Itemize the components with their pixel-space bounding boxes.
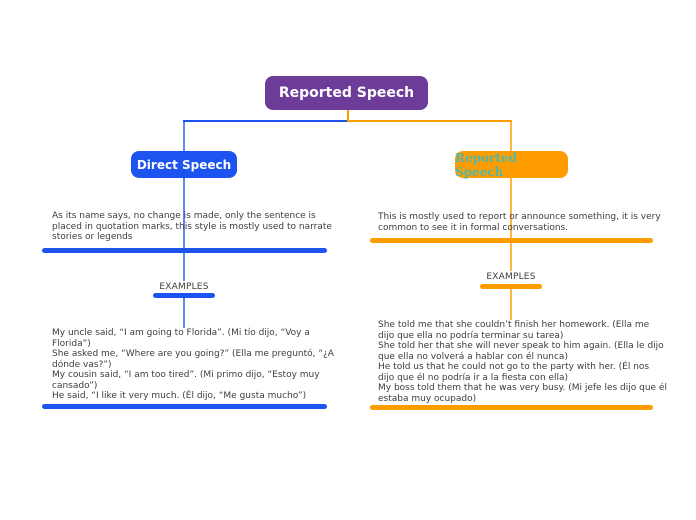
- direct-examples-text[interactable]: My uncle said, “I am going to Florida”. …: [52, 328, 342, 402]
- direct-example-1: My uncle said, “I am going to Florida”. …: [52, 328, 310, 349]
- direct-example-4: He said, “I like it very much. (Él dijo,…: [52, 391, 307, 401]
- direct-example-2: She asked me, “Where are you going?” (El…: [52, 349, 334, 370]
- reported-examples-text[interactable]: She told me that she couldn’t finish her…: [378, 320, 668, 404]
- direct-examples-label[interactable]: EXAMPLES: [159, 282, 209, 292]
- reported-example-1: She told me that she couldn’t finish her…: [378, 320, 650, 341]
- direct-speech-node[interactable]: Direct Speech: [131, 151, 237, 178]
- branch-line-right: [347, 120, 512, 122]
- reported-examples-label[interactable]: EXAMPLES: [486, 272, 536, 282]
- reported-example-2: She told her that she will never speak t…: [378, 341, 664, 362]
- connector-direct-examples: [183, 298, 185, 328]
- reported-examples-underline: [370, 405, 653, 410]
- connector-reported-description: [510, 178, 512, 238]
- connector-direct-description: [183, 178, 185, 248]
- connector-direct-examples-label: [183, 253, 185, 281]
- connector-reported-node: [510, 122, 512, 152]
- direct-examples-underline: [42, 404, 327, 409]
- reported-example-3: He told us that he could not go to the p…: [378, 362, 650, 383]
- reported-example-4: My boss told them that he was very busy.…: [378, 383, 667, 404]
- reported-description-text[interactable]: This is mostly used to report or announc…: [378, 212, 661, 233]
- root-node[interactable]: Reported Speech: [265, 76, 428, 110]
- reported-speech-node-label: Reported Speech: [455, 150, 517, 179]
- direct-example-3: My cousin said, “I am too tired”. (Mi pr…: [52, 370, 320, 391]
- direct-description-text[interactable]: As its name says, no change is made, onl…: [52, 211, 332, 242]
- connector-reported-examples: [510, 289, 512, 320]
- reported-description-underline: [370, 238, 653, 243]
- root-connector-stub: [347, 110, 349, 121]
- branch-line-left: [183, 120, 348, 122]
- direct-examples-label-underline: [153, 293, 215, 298]
- reported-speech-node[interactable]: Reported Speech: [455, 150, 568, 179]
- root-node-label: Reported Speech: [278, 85, 415, 101]
- direct-description-underline: [42, 248, 327, 253]
- connector-direct-node: [183, 122, 185, 152]
- connector-reported-examples-label: [510, 243, 512, 271]
- reported-examples-label-underline: [480, 284, 542, 289]
- direct-speech-node-label: Direct Speech: [136, 157, 232, 172]
